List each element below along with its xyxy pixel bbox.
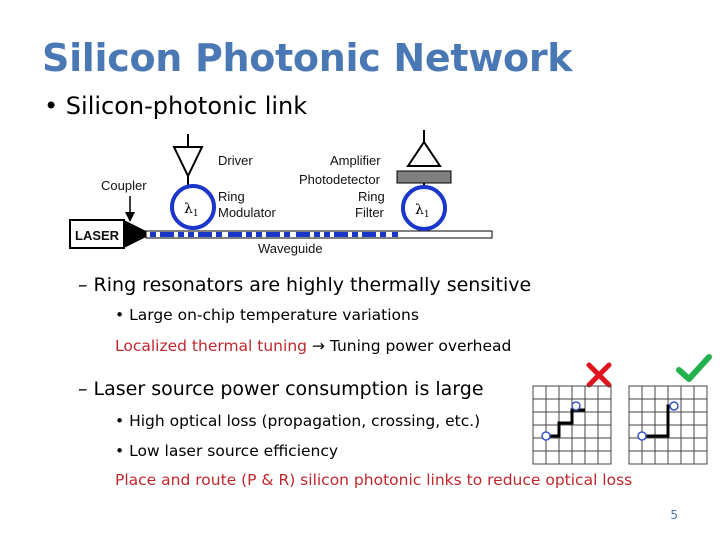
sub-bullet-ring-resonators: – Ring resonators are highly thermally s… xyxy=(78,274,532,296)
route-path xyxy=(644,404,674,438)
route-endpoint xyxy=(637,431,647,441)
coupler-label: Coupler xyxy=(101,178,147,193)
amplifier-triangle xyxy=(406,140,442,167)
coupler-arrowhead xyxy=(125,212,135,222)
bullet-text: Silicon-photonic link xyxy=(65,92,308,120)
route-endpoint xyxy=(541,431,551,441)
ring-filter-label-1: Ring xyxy=(358,189,385,204)
item-text: Low laser source efficiency xyxy=(129,442,339,460)
ring-filter xyxy=(401,185,447,231)
check-icon xyxy=(676,354,712,382)
route-path xyxy=(546,408,585,438)
waveguide-label: Waveguide xyxy=(258,241,323,256)
photodetector-bar xyxy=(396,170,452,184)
arrow-right-icon: → xyxy=(311,337,325,355)
routing-grid-bad xyxy=(532,385,612,465)
laser-label: LASER xyxy=(75,228,120,243)
driver-triangle xyxy=(172,146,204,179)
lambda-left: λ1 xyxy=(184,201,199,219)
item-thermal-tuning: Localized thermal tuning → Tuning power … xyxy=(115,337,511,355)
route-endpoint xyxy=(669,401,679,411)
lambda-right: λ1 xyxy=(415,202,430,220)
bullet-dot: • xyxy=(44,92,59,120)
coupler-taper xyxy=(124,220,148,248)
photodetector-label: Photodetector xyxy=(299,172,381,187)
thermal-tuning-highlight: Localized thermal tuning xyxy=(115,337,307,355)
item-text: High optical loss (propagation, crossing… xyxy=(129,412,481,430)
item-temperature-variations: • Large on-chip temperature variations xyxy=(115,306,419,324)
route-endpoint xyxy=(571,401,581,411)
routing-grid-good xyxy=(628,385,708,465)
sub-bullet-text: Laser source power consumption is large xyxy=(93,378,484,400)
page-title: Silicon Photonic Network xyxy=(42,36,573,80)
driver-label: Driver xyxy=(218,153,253,168)
item-text: Large on-chip temperature variations xyxy=(129,306,419,324)
cross-icon xyxy=(586,362,612,388)
ring-filter-label-2: Filter xyxy=(355,205,385,220)
waveguide-modulation-pattern xyxy=(150,232,398,237)
amplifier-label: Amplifier xyxy=(330,153,381,168)
item-optical-loss: • High optical loss (propagation, crossi… xyxy=(115,412,481,430)
laser-box xyxy=(69,219,125,249)
sub-bullet-laser-power: – Laser source power consumption is larg… xyxy=(78,378,484,400)
ring-modulator-label-1: Ring xyxy=(218,189,245,204)
item-text: Tuning power overhead xyxy=(329,337,512,355)
ring-modulator-label-2: Modulator xyxy=(218,205,276,220)
place-and-route-conclusion: Place and route (P & R) silicon photonic… xyxy=(115,471,633,489)
sub-bullet-text: Ring resonators are highly thermally sen… xyxy=(93,274,532,296)
page-number: 5 xyxy=(670,508,678,522)
bullet-silicon-photonic-link: • Silicon-photonic link xyxy=(44,92,307,120)
photonic-link-diagram: LASER Coupler Driver λ1 Ring Modulator A… xyxy=(69,130,493,256)
ring-modulator xyxy=(170,184,216,230)
item-laser-efficiency: • Low laser source efficiency xyxy=(115,442,339,460)
